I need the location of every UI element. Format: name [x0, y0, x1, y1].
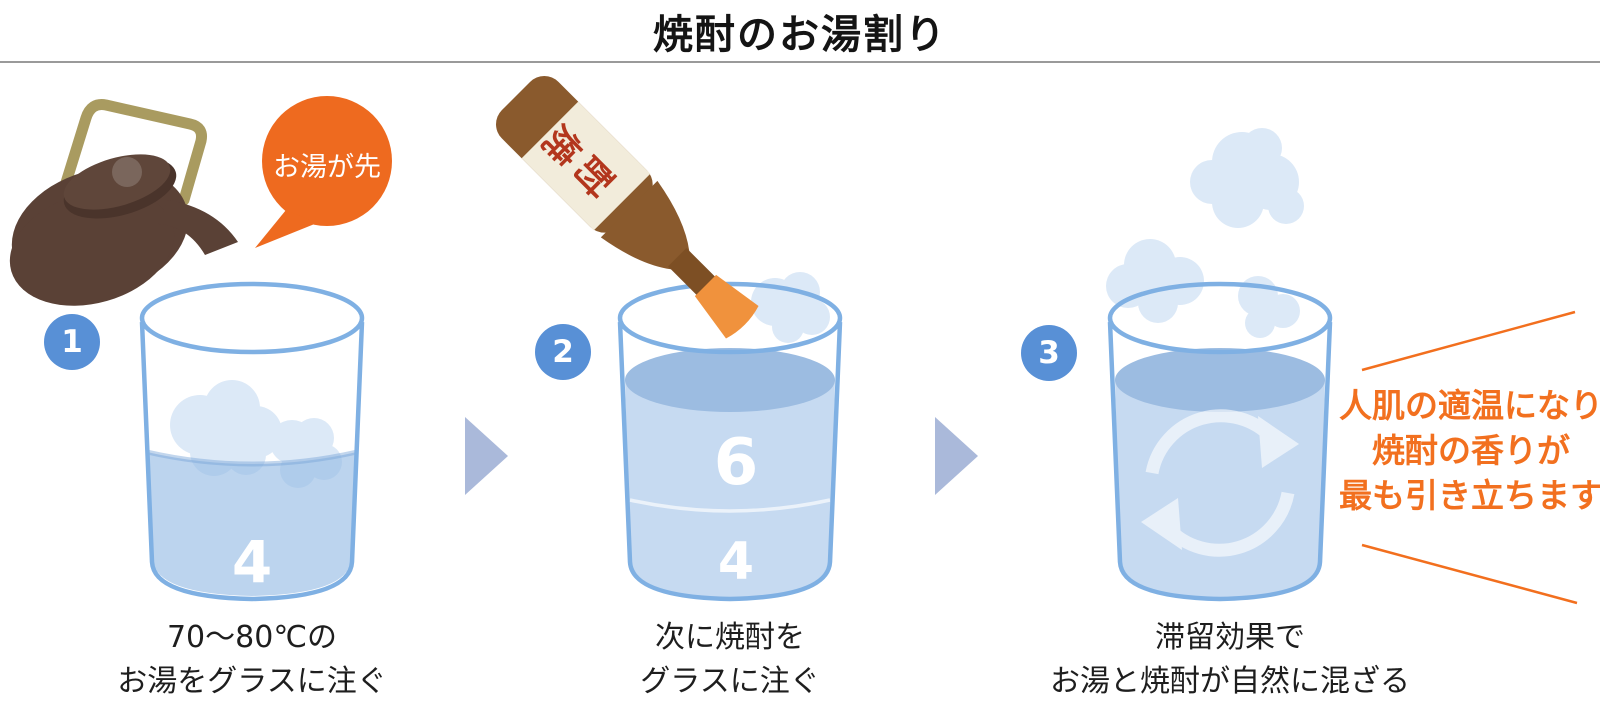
shochu-bottle-icon: 焼酎 [495, 76, 759, 339]
glass2-shochu-ratio: 6 [713, 426, 759, 500]
step-number-2: 2 [535, 324, 591, 380]
glass-step3 [1106, 128, 1333, 602]
emphasis-lines [1361, 310, 1578, 605]
step2-caption: 次に焼酎を グラスに注ぐ [538, 616, 922, 704]
step3-caption-line2: お湯と焼酎が自然に混ざる [1050, 664, 1410, 699]
step3-caption-line1: 滞留効果で [1155, 620, 1305, 655]
mixed-drink [625, 380, 835, 599]
step3-caption: 滞留効果で お湯と焼酎が自然に混ざる [1028, 616, 1432, 704]
next-arrow-icon [465, 417, 508, 495]
step-number-1: 1 [44, 314, 100, 370]
step1-caption-line1: 70〜80℃の [166, 620, 338, 655]
annotation-line2: 焼酎の香りが [1372, 431, 1570, 470]
step1-caption-line2: お湯をグラスに注ぐ [117, 664, 387, 699]
result-annotation: 人肌の適温になり 焼酎の香りが 最も引き立ちます [1336, 383, 1600, 518]
step2-caption-line2: グラスに注ぐ [640, 664, 820, 699]
step-number-3: 3 [1021, 325, 1077, 381]
glass-step2 [617, 272, 843, 602]
ratio-divider [629, 498, 831, 513]
glass1-water-ratio: 4 [231, 528, 273, 596]
glass-step1 [139, 281, 365, 602]
glass2-water-ratio: 4 [717, 532, 755, 592]
kettle-icon [9, 99, 238, 306]
annotation-line1: 人肌の適温になり [1339, 386, 1600, 425]
annotation-line3: 最も引き立ちます [1339, 476, 1600, 515]
title-divider [0, 61, 1600, 63]
water-surface [1115, 348, 1325, 412]
hot-water [147, 452, 357, 596]
speech-bubble [255, 96, 392, 248]
water-surface [625, 348, 835, 412]
steam-icon [1106, 128, 1304, 338]
next-arrow-icon [935, 417, 978, 495]
step1-caption: 70〜80℃の お湯をグラスに注ぐ [60, 616, 444, 704]
mixing-arrows-icon [1141, 409, 1299, 557]
steam-icon [751, 272, 830, 343]
step2-caption-line1: 次に焼酎を [655, 620, 805, 655]
page-title: 焼酎のお湯割り [653, 12, 947, 58]
speech-bubble-text: お湯が先 [273, 152, 381, 183]
